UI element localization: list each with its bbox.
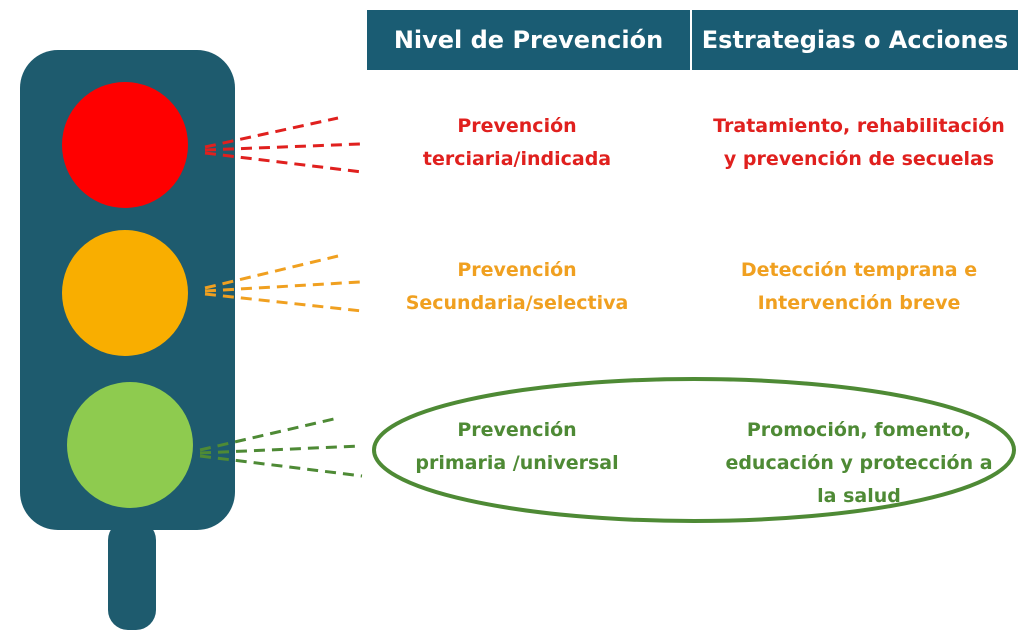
orange-light <box>62 230 188 356</box>
strategy-primary: Promoción, fomento, educación y protecci… <box>700 414 1018 513</box>
level-tertiary: Prevención terciaria/indicada <box>392 110 642 176</box>
green-light-rays <box>199 416 363 478</box>
header-strategy-label: Estrategias o Acciones <box>701 26 1009 54</box>
level-secondary: Prevención Secundaria/selectiva <box>392 254 642 320</box>
strategy-secondary-line1: Detección temprana e <box>740 259 978 281</box>
strategy-tertiary-line1: Tratamiento, rehabilitación <box>713 115 1005 137</box>
header-level-column: Nivel de Prevención <box>367 10 690 70</box>
strategy-tertiary-line2: y prevención de secuelas <box>723 148 995 170</box>
header-strategy-column: Estrategias o Acciones <box>692 10 1018 70</box>
traffic-light-pole <box>108 520 156 630</box>
strategy-primary-line3: la salud <box>817 485 901 507</box>
strategy-secondary: Detección temprana e Intervención breve <box>700 254 1018 320</box>
red-light-rays <box>204 116 363 174</box>
level-tertiary-line2: terciaria/indicada <box>422 148 612 170</box>
level-primary-line1: Prevención <box>457 419 577 441</box>
level-primary-line2: primaria /universal <box>415 452 619 474</box>
green-light <box>67 382 193 508</box>
red-light <box>62 82 188 208</box>
header-level-label: Nivel de Prevención <box>393 26 664 54</box>
orange-light-rays <box>204 254 363 313</box>
level-secondary-line2: Secundaria/selectiva <box>405 292 629 314</box>
strategy-primary-line2: educación y protección a <box>725 452 993 474</box>
strategy-tertiary: Tratamiento, rehabilitación y prevención… <box>700 110 1018 176</box>
level-primary: Prevención primaria /universal <box>392 414 642 480</box>
level-tertiary-line1: Prevención <box>457 115 577 137</box>
strategy-secondary-line2: Intervención breve <box>757 292 961 314</box>
level-secondary-line1: Prevención <box>457 259 577 281</box>
traffic-light <box>20 50 363 630</box>
primary-prevention-highlight <box>372 377 1016 523</box>
strategy-primary-line1: Promoción, fomento, <box>746 419 972 441</box>
